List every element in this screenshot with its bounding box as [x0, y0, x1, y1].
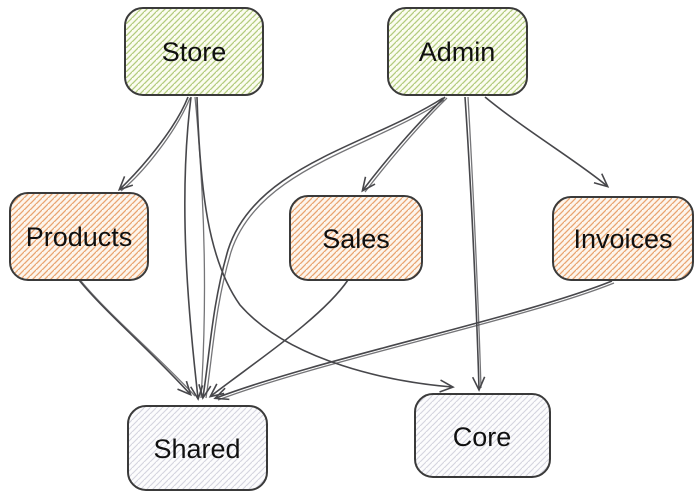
node-sales[interactable]: Sales — [289, 195, 423, 281]
node-core-label: Core — [453, 422, 512, 452]
edge-admin-core — [464, 96, 486, 392]
node-admin-box — [387, 7, 528, 96]
edge-store-products — [117, 96, 189, 192]
edges-layer — [78, 96, 615, 401]
node-shared-box — [127, 405, 268, 491]
node-admin[interactable]: Admin — [387, 7, 528, 96]
edge-admin-shared — [198, 97, 444, 400]
edge-invoices-shared-sketch — [217, 282, 615, 401]
edge-admin-sales-sketch — [364, 97, 448, 193]
node-products-label: Products — [26, 222, 133, 252]
edge-admin-sales — [361, 96, 446, 193]
edge-store-core — [196, 96, 455, 393]
edge-admin-invoices — [484, 96, 610, 188]
node-store-box — [124, 7, 264, 96]
node-invoices[interactable]: Invoices — [552, 196, 694, 281]
edge-products-shared — [78, 279, 192, 397]
edge-admin-shared-sketch — [205, 99, 445, 399]
node-products-box — [9, 192, 149, 281]
edge-admin-core-sketch — [467, 96, 482, 389]
node-products[interactable]: Products — [9, 192, 149, 281]
node-store-label: Store — [162, 37, 227, 67]
edge-store-shared — [184, 96, 204, 401]
edge-products-shared-sketch — [80, 280, 196, 397]
node-admin-label: Admin — [419, 37, 496, 67]
node-sales-box — [289, 195, 423, 281]
edge-invoices-shared — [213, 280, 613, 401]
node-shared[interactable]: Shared — [127, 405, 268, 491]
node-invoices-label: Invoices — [573, 224, 672, 254]
node-invoices-box — [552, 196, 694, 281]
node-shared-label: Shared — [153, 434, 240, 464]
node-core[interactable]: Core — [414, 393, 551, 478]
node-sales-label: Sales — [322, 224, 390, 254]
edge-sales-shared — [208, 279, 349, 398]
node-core-box — [414, 393, 551, 478]
node-store[interactable]: Store — [124, 7, 264, 96]
